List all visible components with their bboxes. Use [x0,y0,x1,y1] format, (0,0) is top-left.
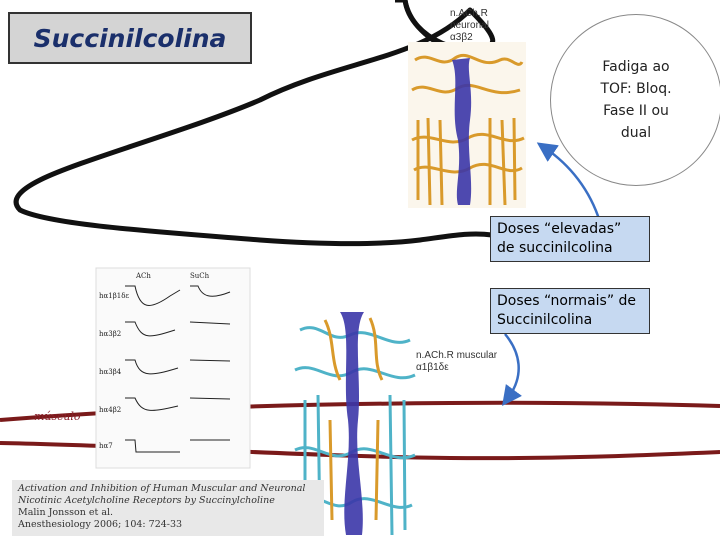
citation-title-2: Nicotinic Acetylcholine Receptors by Suc… [18,495,275,506]
arrow-from-normal [502,333,522,407]
muscular-receptor-structure [294,312,416,536]
citation-authors: Malin Jonsson et al. [18,507,114,518]
citation-journal: Anesthesiology 2006; 104: 724-33 [18,519,183,530]
trace-row-label: hα7 [99,442,113,450]
trace-row-label: hα3β2 [99,330,122,338]
normal-dose-box: Doses “normais” de Succinilcolina [490,288,650,334]
fatigue-circle-text: Fadiga ao TOF: Bloq. Fase II ou dual [600,59,672,141]
trace-row-label: hα1β1δε [99,292,130,300]
neuronal-receptor-label: n.ACh.R neuronal α3β2 [450,8,489,43]
fatigue-circle: Fadiga ao TOF: Bloq. Fase II ou dual [550,14,720,186]
trace-panel [95,267,251,469]
trace-row-label: hα4β2 [99,406,122,414]
trace-col-such: SuCh [190,272,210,280]
high-dose-box: Doses “elevadas” de succinilcolina [490,216,650,262]
citation-title-1: Activation and Inhibition of Human Muscu… [18,483,306,494]
neuronal-receptor-structure [408,42,526,208]
citation-box: Activation and Inhibition of Human Muscu… [12,480,324,536]
trace-col-ach: ACh [136,272,151,280]
muscle-label: músculo [34,410,81,423]
muscular-receptor-label: n.ACh.R muscular α1β1δε [416,350,498,373]
trace-row-label: hα3β4 [99,368,122,376]
page-title: Succinilcolina [33,23,227,53]
arrow-to-circle [536,142,602,223]
title-box: Succinilcolina [8,12,252,64]
